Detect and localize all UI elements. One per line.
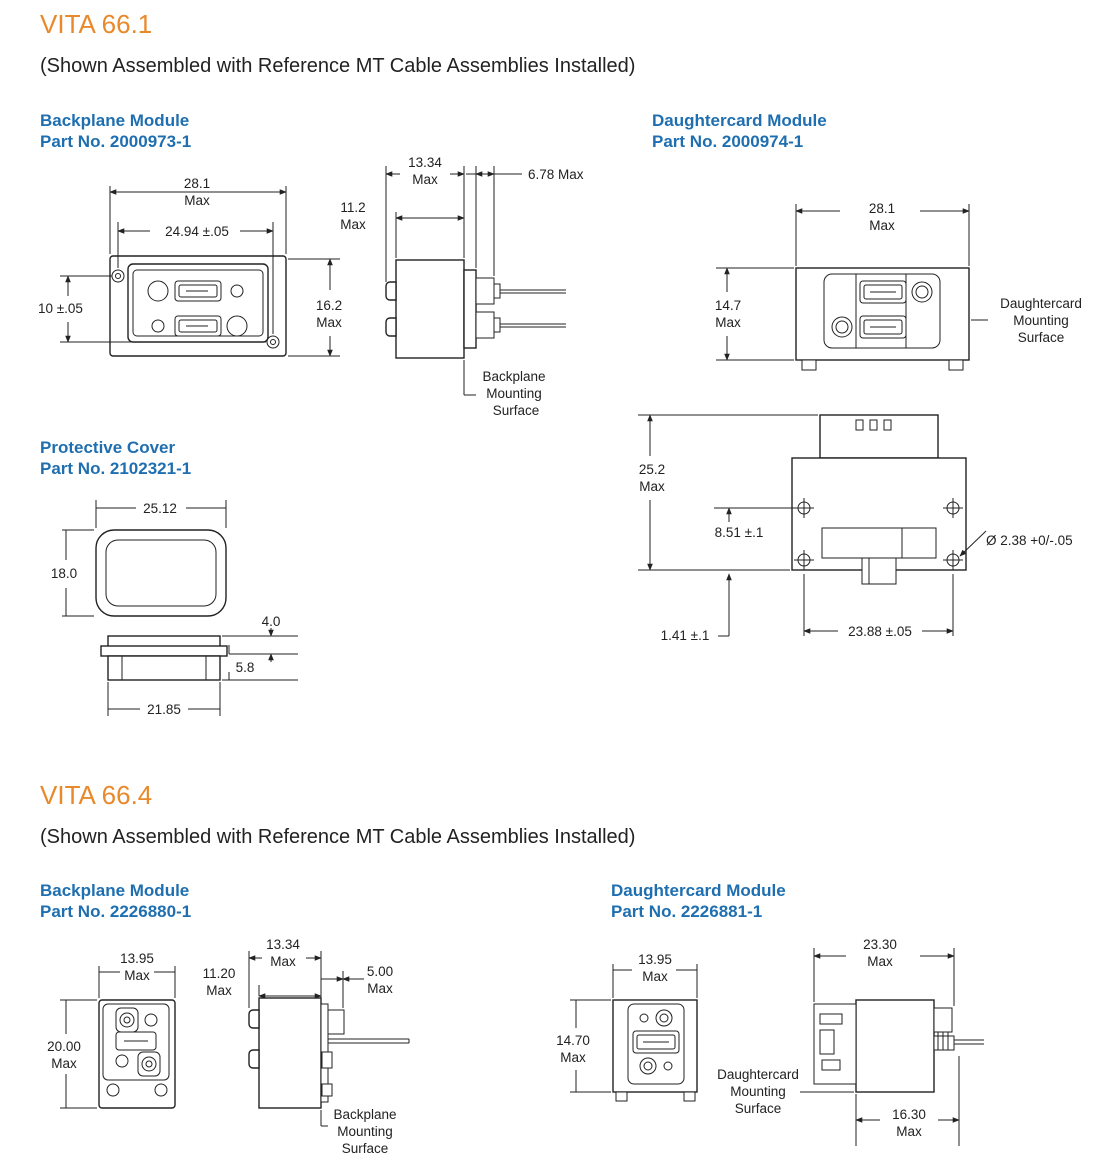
section-title-vita-66-4: VITA 66.4 [40,780,152,810]
bp664-surface-label-3: Surface [342,1141,389,1156]
daughtercard-module-heading: Daughtercard Module [652,111,827,130]
dc664-dim-lower: 16.30 [892,1107,926,1122]
section-subtitle-vita-66-1: (Shown Assembled with Reference MT Cable… [40,55,635,77]
cover-dim-flange: 4.0 [262,614,281,629]
section-title-vita-66-1: VITA 66.1 [40,9,152,39]
bp664-dim-pin: 5.00 [367,964,393,979]
bp664-dim-depth: 11.20 [203,966,236,981]
dc664-dim-width: 13.95 [638,952,672,967]
dc-dim-width: 28.1 [869,201,895,216]
bp664-dim-height-max: Max [51,1056,77,1071]
protective-cover-drawing [62,500,298,716]
dc-dim-height: 14.7 [715,298,741,313]
cover-dim-base: 21.85 [147,702,181,717]
dc664-surface-label-2: Mounting [730,1084,786,1099]
protective-cover-part-number: Part No. 2102321-1 [40,459,191,478]
cover-dim-height: 18.0 [51,566,77,581]
dc664-surface-label-1: Daughtercard [717,1067,799,1082]
backplane-66-4-side-view [248,951,410,1127]
dim-depth: 11.2 [340,200,365,215]
backplane-front-view [60,186,340,357]
dc-dim-height-max: Max [715,315,741,330]
section-subtitle-vita-66-4: (Shown Assembled with Reference MT Cable… [40,826,635,848]
dc-dim-hole-pitch: 23.88 ±.05 [848,624,912,639]
dc-dim-edge: 1.41 ±.1 [661,628,710,643]
dim-inner-width: 24.94 ±.05 [165,224,229,239]
dc664-dim-height: 14.70 [556,1033,590,1048]
dim-total-depth: 13.34 [408,155,442,170]
protective-cover-heading: Protective Cover [40,438,175,457]
dc664-dim-width-max: Max [642,969,668,984]
dc664-dim-total: 23.30 [863,937,897,952]
backplane-module-heading: Backplane Module [40,111,189,130]
daughtercard-part-number: Part No. 2000974-1 [652,132,803,151]
bp664-dim-total: 13.34 [266,937,300,952]
backplane-surface-label-1: Backplane [482,369,545,384]
bp664-dim-pin-max: Max [367,981,393,996]
dim-height-max: Max [316,315,342,330]
dim-hole-pitch: 10 ±.05 [38,301,83,316]
dc664-surface-label-3: Surface [735,1101,782,1116]
dim-width-max: Max [184,193,210,208]
bp664-dim-total-max: Max [270,954,296,969]
daughtercard-module-heading-66-4: Daughtercard Module [611,881,786,900]
backplane-module-heading-66-4: Backplane Module [40,881,189,900]
bp664-dim-depth-max: Max [206,983,232,998]
bp664-surface-label-2: Mounting [337,1124,393,1139]
dc-dim-hole-offset: 8.51 ±.1 [715,525,764,540]
dc664-dim-total-max: Max [867,954,893,969]
dc-dim-depth: 25.2 [639,462,665,477]
daughtercard-front-view [716,204,988,371]
dim-pin-length: 6.78 Max [528,167,584,182]
daughtercard-66-4-side-view [800,948,984,1146]
bp664-dim-width: 13.95 [120,951,154,966]
cover-dim-body: 5.8 [236,660,255,675]
dim-total-depth-max: Max [412,172,438,187]
backplane-surface-label-2: Mounting [486,386,542,401]
dc-dim-depth-max: Max [639,479,665,494]
dc-surface-label-2: Mounting [1013,313,1069,328]
backplane-66-4-front-view [60,966,176,1109]
dc-surface-label-3: Surface [1018,330,1065,345]
dc-dim-hole-diameter: Ø 2.38 +0/-.05 [986,533,1073,548]
bp664-surface-label-1: Backplane [333,1107,396,1122]
dc-dim-width-max: Max [869,218,895,233]
dc664-dim-height-max: Max [560,1050,586,1065]
dim-height: 16.2 [316,298,342,313]
dc664-dim-lower-max: Max [896,1124,922,1139]
daughtercard-part-number-66-4: Part No. 2226881-1 [611,902,762,921]
daughtercard-66-4-front-view [570,964,698,1102]
backplane-side-view [385,166,566,396]
cover-dim-width: 25.12 [143,501,177,516]
dim-depth-max: Max [340,217,366,232]
dc-surface-label-1: Daughtercard [1000,296,1082,311]
backplane-part-number: Part No. 2000973-1 [40,132,191,151]
backplane-part-number-66-4: Part No. 2226880-1 [40,902,191,921]
bp664-dim-width-max: Max [124,968,150,983]
daughtercard-top-view [638,414,987,637]
backplane-surface-label-3: Surface [493,403,540,418]
bp664-dim-height: 20.00 [47,1039,81,1054]
dim-width: 28.1 [184,176,210,191]
